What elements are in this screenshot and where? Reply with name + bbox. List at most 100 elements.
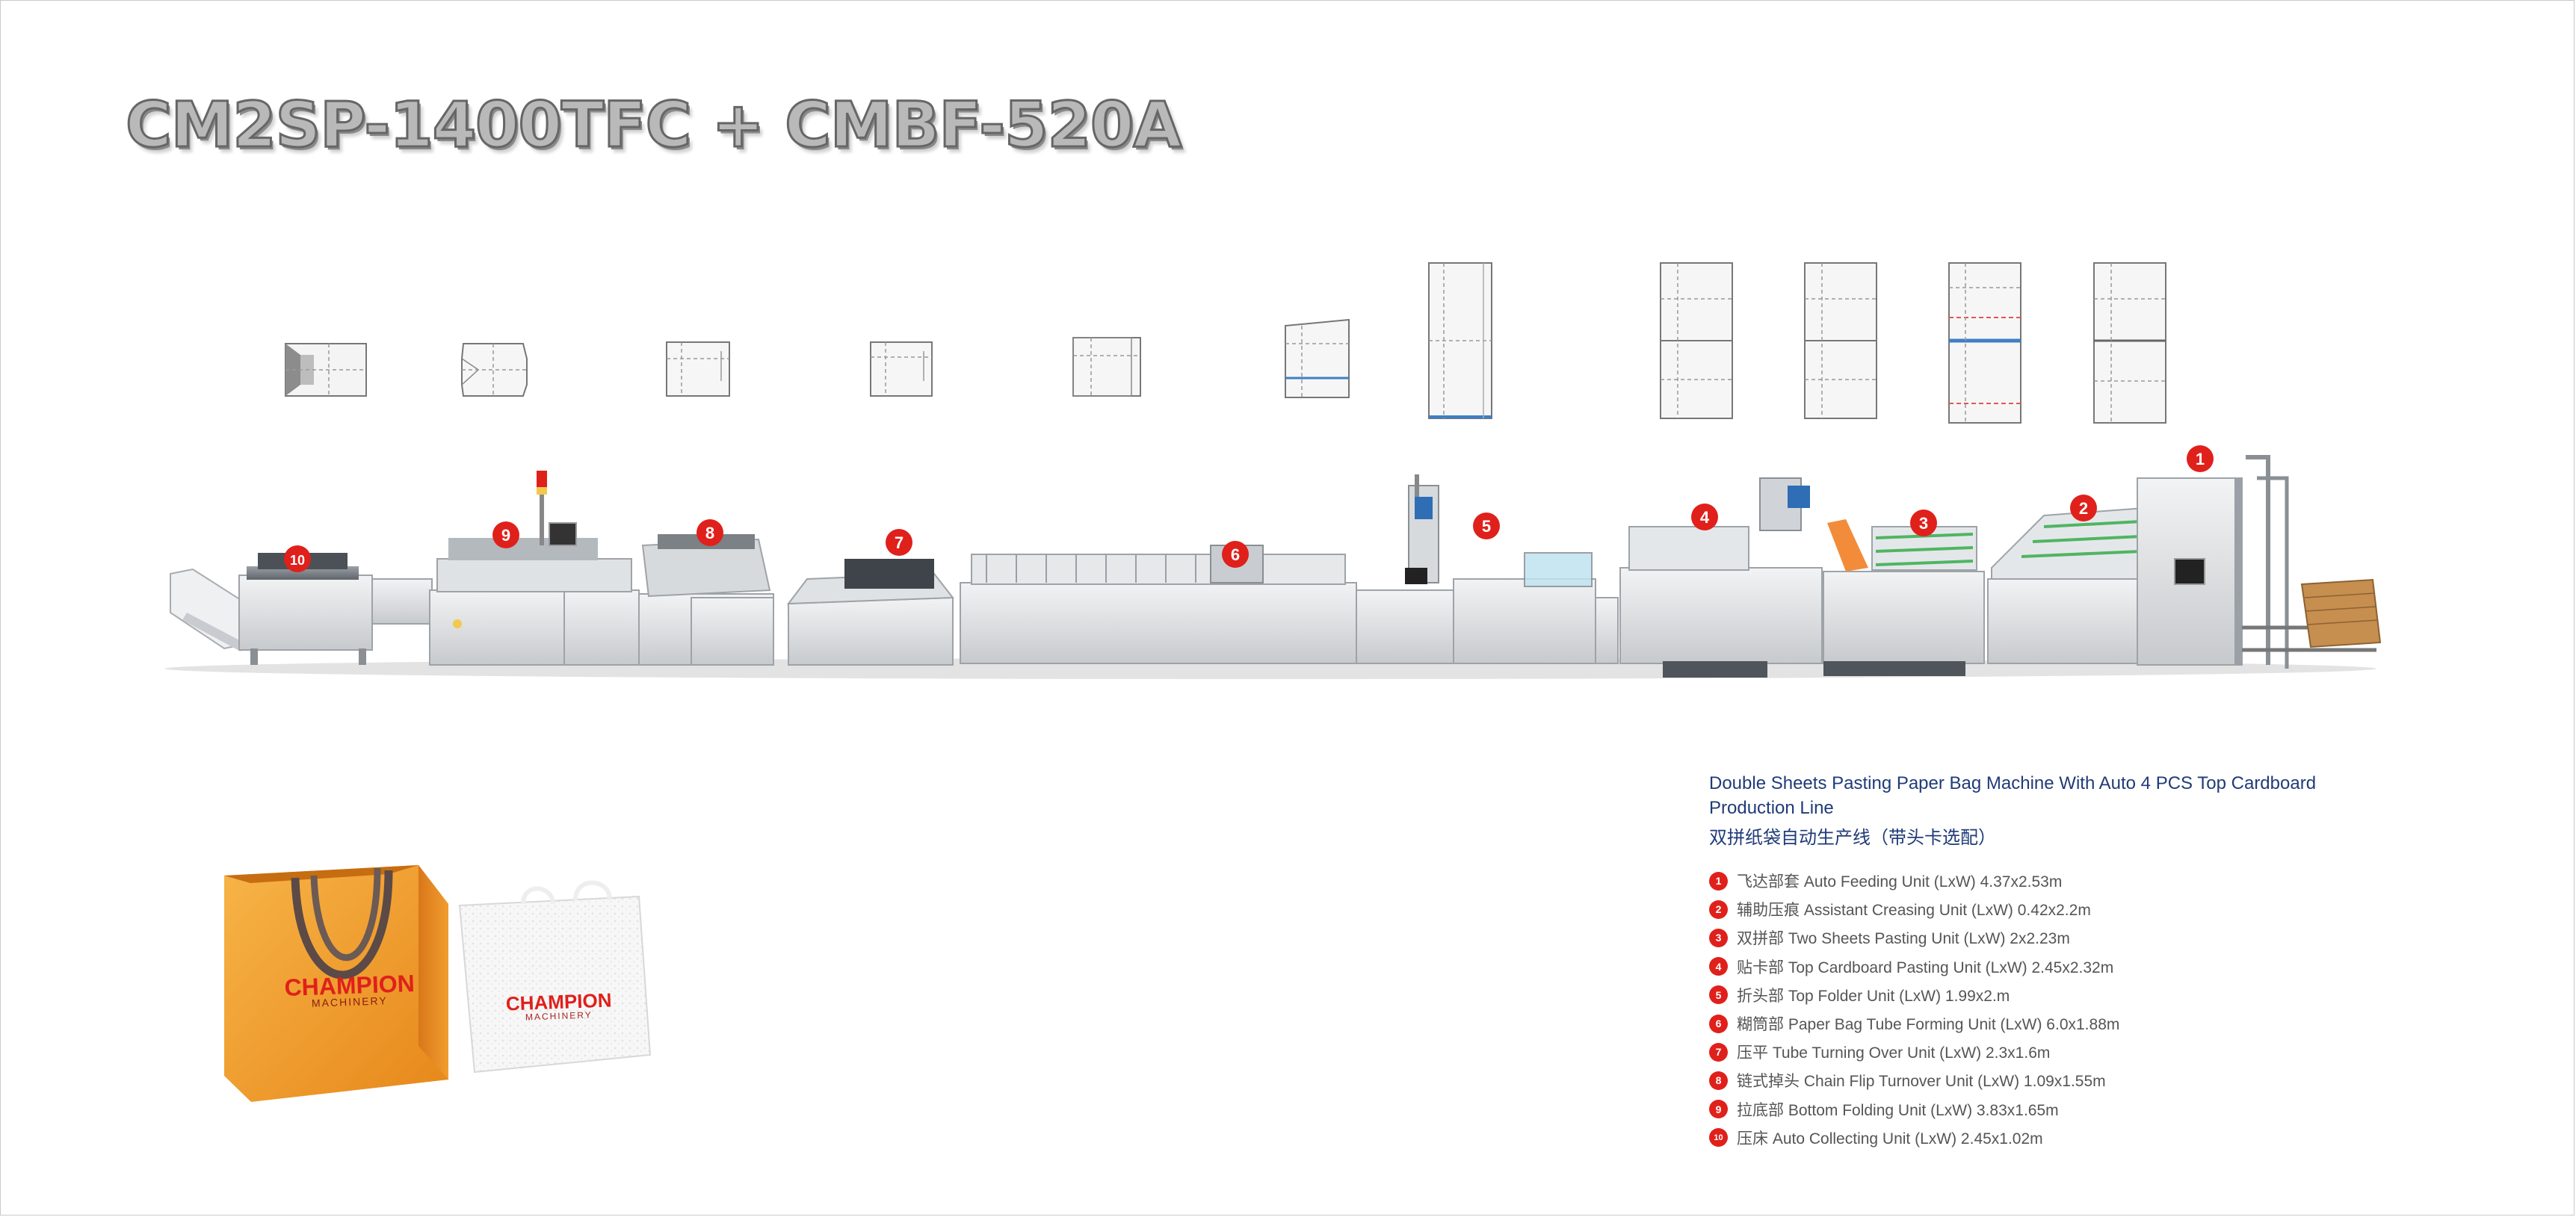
unit-name-english: Two Sheets Pasting Unit (LxW) 2x2.23m [1788, 930, 2070, 948]
process-diagrams [285, 262, 2166, 424]
unit-name-chinese: 压床 [1737, 1130, 1768, 1148]
unit-marker-label: 6 [1231, 545, 1240, 564]
white-bag-brand-sub: MACHINERY [525, 1009, 593, 1022]
unit-name-english: Bottom Folding Unit (LxW) 3.83x1.65m [1788, 1101, 2059, 1119]
unit-name-chinese: 辅助压痕 [1737, 902, 1800, 920]
unit-spec-text: 双拼部 Two Sheets Pasting Unit (LxW) 2x2.23… [1737, 926, 2070, 949]
unit-spec-item: 5 折头部 Top Folder Unit (LxW) 1.99x2.m [1709, 981, 2382, 1009]
unit-marker-circle [2070, 495, 2097, 521]
unit-spec-text: 链式掉头 Chain Flip Turnover Unit (LxW) 1.09… [1737, 1069, 2106, 1091]
unit-number-badge: 5 [1709, 985, 1728, 1005]
unit-number-badge: 4 [1709, 957, 1728, 976]
unit-spec-text: 折头部 Top Folder Unit (LxW) 1.99x2.m [1737, 984, 2010, 1006]
unit-name-english: Auto Collecting Unit (LxW) 2.45x1.02m [1772, 1130, 2043, 1148]
unit-marker-circle [886, 529, 912, 556]
unit-name-chinese: 贴卡部 [1737, 959, 1784, 976]
unit-spec-item: 10 压床 Auto Collecting Unit (LxW) 2.45x1.0… [1709, 1124, 2382, 1152]
white-bag-brand: CHAMPION [505, 989, 612, 1015]
unit-spec-text: 压平 Tube Turning Over Unit (LxW) 2.3x1.6m [1737, 1041, 2050, 1063]
production-line-machine [164, 455, 2382, 679]
unit-number-badge: 3 [1709, 928, 1728, 947]
unit-marker: 1 [2187, 445, 2214, 472]
bag-stage-diagram [2093, 262, 2166, 424]
unit-marker-circle [1910, 510, 1937, 536]
unit-marker: 3 [1910, 510, 1937, 536]
unit-spec-text: 贴卡部 Top Cardboard Pasting Unit (LxW) 2.4… [1737, 956, 2113, 978]
unit-marker-label: 9 [501, 526, 510, 545]
unit-name-english: Auto Feeding Unit (LxW) 4.37x2.53m [1803, 873, 2063, 891]
bag-stage-diagram [1804, 262, 1877, 419]
unit-spec-item: 6 糊筒部 Paper Bag Tube Forming Unit (LxW) 6… [1709, 1009, 2382, 1038]
unit-marker: 7 [886, 529, 912, 556]
unit-spec-item: 7 压平 Tube Turning Over Unit (LxW) 2.3x1.6… [1709, 1038, 2382, 1066]
unit-spec-list: 1 飞达部套 Auto Feeding Unit (LxW) 4.37x2.53m… [1709, 867, 2382, 1152]
unit-marker-label: 7 [895, 533, 904, 552]
unit-marker-label: 1 [2196, 450, 2205, 468]
unit-name-english: Chain Flip Turnover Unit (LxW) 1.09x1.55… [1803, 1073, 2106, 1091]
unit-marker-circle [696, 519, 723, 546]
unit-name-chinese: 压平 [1737, 1044, 1768, 1062]
bag-stage-diagram [285, 343, 367, 397]
bag-stage-diagram [870, 341, 933, 397]
unit-markers: 1 2 3 4 5 6 7 8 9 10 [284, 445, 2214, 572]
unit-name-chinese: 糊筒部 [1737, 1016, 1784, 1034]
unit-number-badge: 9 [1709, 1100, 1728, 1119]
unit-marker: 9 [492, 521, 519, 548]
unit-marker-circle [492, 521, 519, 548]
unit-name-english: Tube Turning Over Unit (LxW) 2.3x1.6m [1772, 1044, 2051, 1062]
unit-number-badge: 2 [1709, 899, 1728, 919]
unit-spec-text: 糊筒部 Paper Bag Tube Forming Unit (LxW) 6.… [1737, 1012, 2119, 1035]
unit-name-english: Top Folder Unit (LxW) 1.99x2.m [1788, 987, 2010, 1005]
unit-marker-label: 8 [705, 524, 714, 542]
bag-stage-diagram [1428, 262, 1492, 419]
unit-name-chinese: 拉底部 [1737, 1101, 1784, 1119]
bag-stage-diagram [461, 343, 528, 397]
white-bag-illustration: CHAMPION MACHINERY [458, 880, 652, 1074]
unit-marker: 5 [1473, 512, 1500, 539]
unit-name-chinese: 折头部 [1737, 987, 1784, 1005]
unit-name-chinese: 双拼部 [1737, 930, 1784, 948]
orange-bag-brand-sub: MACHINERY [312, 994, 388, 1009]
unit-marker-label: 10 [290, 553, 305, 568]
bag-stage-diagram [666, 341, 730, 397]
unit-marker-circle [284, 545, 311, 572]
unit-spec-item: 8 链式掉头 Chain Flip Turnover Unit (LxW) 1.0… [1709, 1066, 2382, 1094]
unit-spec-text: 拉底部 Bottom Folding Unit (LxW) 3.83x1.65m [1737, 1098, 2059, 1121]
bag-stage-diagram [1948, 262, 2021, 424]
line-title-chinese: 双拼纸袋自动生产线（带头卡选配） [1709, 828, 1996, 848]
unit-spec-item: 2 辅助压痕 Assistant Creasing Unit (LxW) 0.42… [1709, 895, 2382, 923]
unit-marker-label: 2 [2079, 499, 2088, 518]
bag-stage-diagram [1072, 337, 1141, 397]
unit-spec-item: 1 飞达部套 Auto Feeding Unit (LxW) 4.37x2.53m [1709, 867, 2382, 895]
unit-marker-circle [2187, 445, 2214, 472]
unit-marker: 6 [1222, 541, 1249, 568]
unit-marker: 8 [696, 519, 723, 546]
unit-marker-circle [1691, 504, 1718, 530]
unit-marker-circle [1222, 541, 1249, 568]
unit-spec-item: 3 双拼部 Two Sheets Pasting Unit (LxW) 2x2.2… [1709, 923, 2382, 952]
orange-bag-brand: CHAMPION [284, 970, 415, 1001]
unit-number-badge: 8 [1709, 1071, 1728, 1090]
page-title: CM2SP-1400TFC + CMBF-520A [124, 87, 1182, 163]
unit-spec-item: 4 贴卡部 Top Cardboard Pasting Unit (LxW) 2.… [1709, 953, 2382, 981]
unit-marker: 10 [284, 545, 311, 572]
unit-name-chinese: 链式掉头 [1737, 1073, 1800, 1091]
unit-spec-item: 9 拉底部 Bottom Folding Unit (LxW) 3.83x1.65… [1709, 1095, 2382, 1124]
unit-marker: 2 [2070, 495, 2097, 521]
unit-number-badge: 10 [1709, 1128, 1728, 1148]
orange-bag-illustration: CHAMPION MACHINERY [224, 865, 448, 1102]
unit-name-english: Assistant Creasing Unit (LxW) 0.42x2.2m [1803, 902, 2091, 920]
sample-bags: CHAMPION MACHINERY CHAMPION MACHINERY [224, 865, 652, 1102]
unit-spec-text: 辅助压痕 Assistant Creasing Unit (LxW) 0.42x… [1737, 898, 2091, 920]
unit-name-english: Top Cardboard Pasting Unit (LxW) 2.45x2.… [1788, 959, 2114, 976]
unit-spec-text: 压床 Auto Collecting Unit (LxW) 2.45x1.02m [1737, 1127, 2043, 1149]
unit-number-badge: 6 [1709, 1014, 1728, 1033]
unit-spec-text: 飞达部套 Auto Feeding Unit (LxW) 4.37x2.53m [1737, 870, 2062, 892]
unit-marker-label: 4 [1700, 508, 1710, 527]
unit-number-badge: 7 [1709, 1042, 1728, 1062]
bag-stage-diagram [1660, 262, 1733, 419]
line-title-english: Double Sheets Pasting Paper Bag Machine … [1709, 773, 2317, 818]
unit-number-badge: 1 [1709, 871, 1728, 891]
unit-marker-label: 5 [1482, 517, 1491, 536]
